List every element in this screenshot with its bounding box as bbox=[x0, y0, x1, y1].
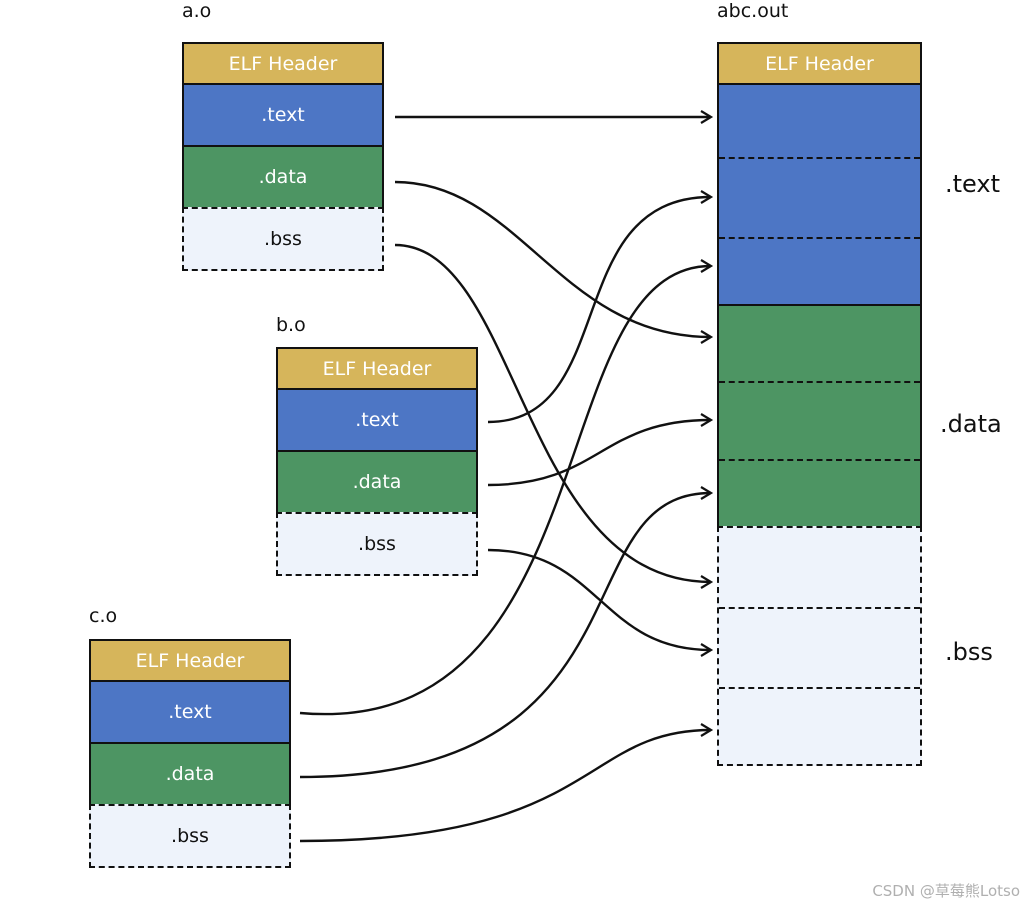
out-data-label: .data bbox=[940, 410, 1002, 438]
a-bss-section: .bss bbox=[182, 207, 384, 271]
out-bss-section bbox=[717, 526, 922, 766]
watermark: CSDN @草莓熊Lotso bbox=[872, 882, 1020, 900]
arrow-c-bss bbox=[299, 723, 714, 843]
c-bss-section: .bss bbox=[89, 804, 291, 868]
out-bss-divider bbox=[719, 607, 920, 609]
out-data-divider bbox=[719, 381, 920, 383]
input-file-b: ELF Header .text .data .bss bbox=[276, 347, 478, 576]
b-elf-header: ELF Header bbox=[276, 347, 478, 390]
arrow-c-text bbox=[299, 259, 714, 716]
input-file-c: ELF Header .text .data .bss bbox=[89, 639, 291, 868]
output-file: ELF Header bbox=[717, 42, 922, 766]
out-text-label: .text bbox=[945, 170, 1000, 198]
arrow-c-data bbox=[299, 486, 714, 779]
input-file-b-label: b.o bbox=[276, 314, 306, 336]
input-file-a-label: a.o bbox=[182, 0, 212, 22]
b-text-section: .text bbox=[276, 388, 478, 452]
input-file-a: ELF Header .text .data .bss bbox=[182, 42, 384, 271]
arrow-b-data bbox=[487, 413, 714, 487]
output-file-label: abc.out bbox=[717, 0, 789, 22]
input-file-c-label: c.o bbox=[89, 605, 118, 627]
c-text-section: .text bbox=[89, 680, 291, 744]
out-bss-label: .bss bbox=[945, 638, 993, 666]
out-elf-header: ELF Header bbox=[717, 42, 922, 85]
b-data-section: .data bbox=[276, 450, 478, 514]
a-text-section: .text bbox=[182, 83, 384, 147]
c-elf-header: ELF Header bbox=[89, 639, 291, 682]
arrow-a-data bbox=[394, 180, 714, 344]
out-text-divider bbox=[719, 157, 920, 159]
b-bss-section: .bss bbox=[276, 512, 478, 576]
arrow-b-bss bbox=[487, 548, 714, 657]
out-data-divider bbox=[719, 459, 920, 461]
arrow-a-bss bbox=[394, 243, 714, 589]
out-text-section bbox=[717, 83, 922, 306]
out-bss-divider bbox=[719, 687, 920, 689]
out-text-divider bbox=[719, 237, 920, 239]
arrow-b-text bbox=[487, 190, 714, 424]
